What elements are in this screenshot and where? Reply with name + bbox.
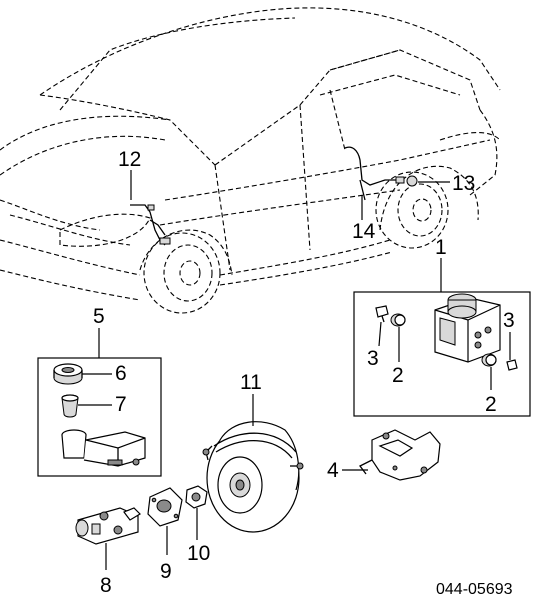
brake-booster <box>202 421 304 533</box>
abs-actuator <box>434 293 501 363</box>
callout-1: 1 <box>435 236 447 292</box>
rear-wheel <box>375 171 449 249</box>
svg-text:10: 10 <box>187 542 210 565</box>
svg-text:9: 9 <box>160 560 172 583</box>
svg-text:4: 4 <box>327 459 339 482</box>
callout-10: 10 <box>187 508 210 565</box>
callout-4: 4 <box>327 459 368 482</box>
callout-14: 14 <box>352 195 376 243</box>
reservoir-tank <box>61 429 146 467</box>
strainer <box>61 394 79 418</box>
callout-9: 9 <box>160 526 172 583</box>
drawing-code: 044-05693 <box>436 581 513 598</box>
nut <box>185 485 208 509</box>
callout-8: 8 <box>100 543 112 597</box>
bushing-2-left <box>390 313 406 327</box>
callout-6: 6 <box>82 362 127 385</box>
svg-text:11: 11 <box>240 371 262 394</box>
svg-text:1: 1 <box>435 236 447 259</box>
callout-3-left: 3 <box>367 321 382 370</box>
abs-actuator-group-box <box>353 291 531 417</box>
bolt-3-left <box>375 305 389 323</box>
gasket <box>147 487 183 527</box>
callout-12: 12 <box>118 148 141 200</box>
svg-text:2: 2 <box>485 393 497 416</box>
svg-text:8: 8 <box>100 574 112 597</box>
front-wheel <box>143 232 221 314</box>
callout-5: 5 <box>93 305 105 358</box>
svg-text:7: 7 <box>115 393 127 416</box>
svg-text:5: 5 <box>93 305 105 328</box>
svg-text:3: 3 <box>503 309 515 332</box>
callout-7: 7 <box>78 393 127 416</box>
callout-11: 11 <box>240 371 262 426</box>
callout-2-right: 2 <box>485 367 497 416</box>
svg-text:14: 14 <box>352 220 376 243</box>
svg-text:12: 12 <box>118 148 141 171</box>
bolt-3-right <box>506 359 518 371</box>
master-cylinder <box>75 507 141 545</box>
callout-13: 13 <box>418 172 475 195</box>
svg-text:6: 6 <box>115 362 127 385</box>
bracket <box>359 429 441 481</box>
callout-3-right: 3 <box>503 309 515 360</box>
svg-text:3: 3 <box>367 347 379 370</box>
reservoir-cap <box>53 363 83 385</box>
vehicle-outline <box>0 7 501 301</box>
front-sensor-wire <box>130 204 171 246</box>
reservoir-group-box <box>37 357 162 477</box>
callout-2-left: 2 <box>392 327 404 387</box>
svg-text:13: 13 <box>452 172 475 195</box>
bushing-2-right <box>481 353 497 367</box>
rear-sensor-wire <box>344 146 418 201</box>
svg-text:2: 2 <box>392 364 404 387</box>
